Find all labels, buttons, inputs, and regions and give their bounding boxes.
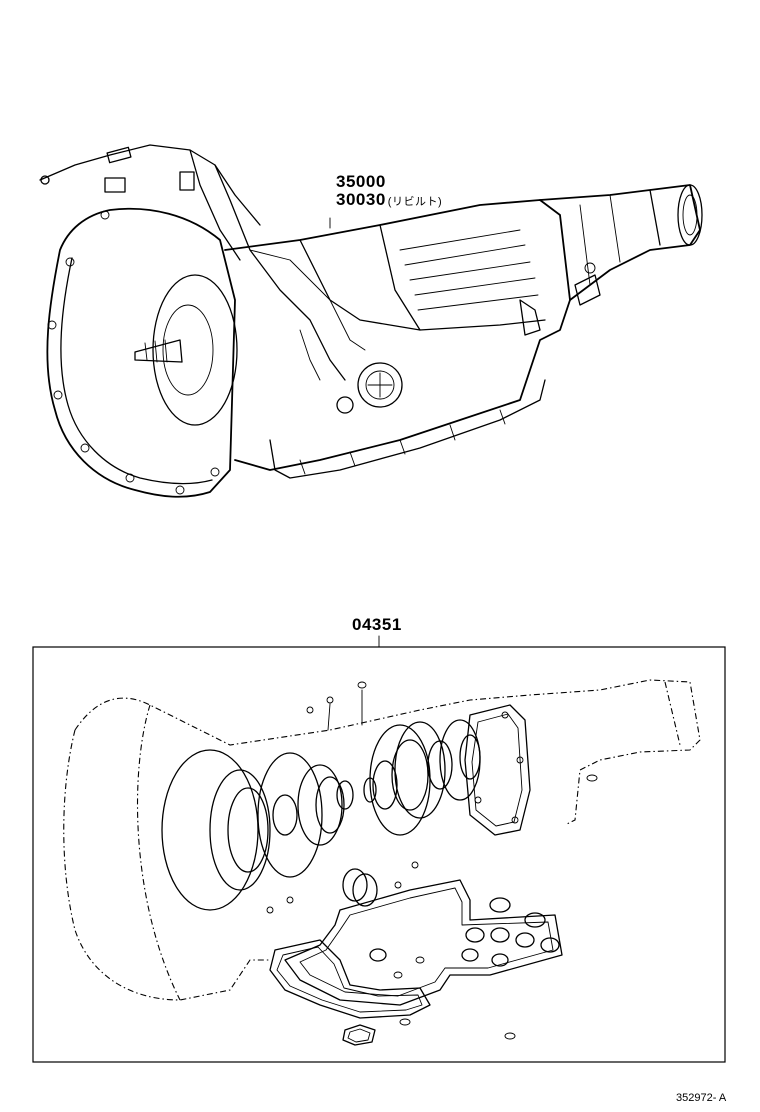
gasket-kit-illustration [63, 679, 701, 1046]
gasket-kit-frame [32, 646, 726, 1063]
transmission-assembly-illustration [39, 144, 703, 498]
part-number-30030: 30030 [336, 190, 386, 209]
rebuilt-note: (リビルト) [387, 196, 443, 208]
part-number-30030-group: 30030(リビルト) [336, 190, 442, 210]
part-number-04351: 04351 [352, 615, 402, 634]
flange-bolts [47, 210, 220, 495]
part-number-35000: 35000 [336, 172, 386, 191]
figure-reference-number: 352972- A [676, 1092, 727, 1104]
